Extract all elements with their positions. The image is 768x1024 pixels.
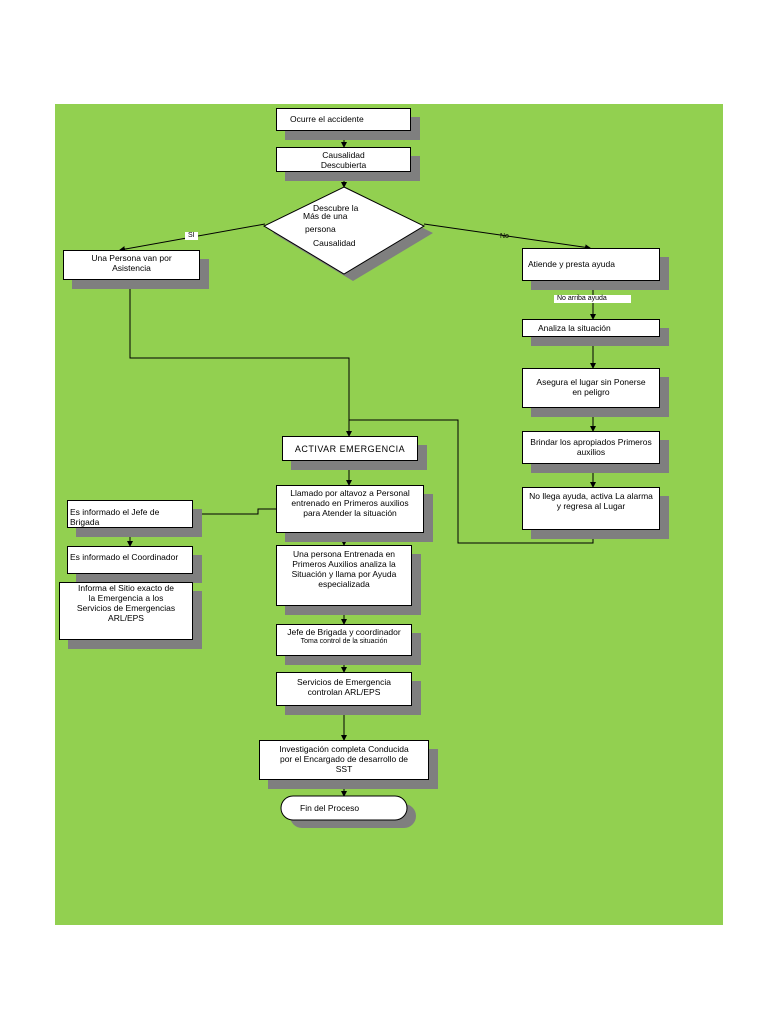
edge-persona-activar bbox=[129, 280, 352, 437]
node-no-llega: No llega ayuda, activa La alarma y regre… bbox=[522, 487, 660, 530]
node-coordinador-informado: Es informado el Coordinador bbox=[67, 546, 193, 574]
node-jefe-coordinador: Jefe de Brigada y coordinador Toma contr… bbox=[276, 624, 412, 656]
edge-llamado-jefe bbox=[192, 508, 276, 517]
edge-label-no-arriba: No arriba ayuda bbox=[554, 295, 631, 303]
edge-nollega-activar bbox=[349, 419, 594, 544]
node-jefe-informado: Es informado el Jefe de Brigada bbox=[67, 500, 193, 528]
node-activar: ACTIVAR EMERGENCIA bbox=[282, 436, 418, 461]
node-fin: Fin del Proceso bbox=[300, 803, 360, 813]
jefe-coordinador-title: Jefe de Brigada y coordinador bbox=[287, 627, 401, 637]
node-persona-entrenada: Una persona Entrenada en Primeros Auxili… bbox=[276, 545, 412, 606]
node-informa-sitio: Informa el Sitio exacto de la Emergencia… bbox=[59, 582, 193, 640]
node-investigacion: Investigación completa Conducida por el … bbox=[259, 740, 429, 780]
node-servicios: Servicios de Emergencia controlan ARL/EP… bbox=[276, 672, 412, 706]
node-brindar: Brindar los apropiados Primeros auxilios bbox=[522, 431, 660, 464]
fin-terminal bbox=[280, 795, 408, 821]
node-start: Ocurre el accidente bbox=[276, 108, 411, 131]
node-causalidad: Causalidad Descubierta bbox=[276, 147, 411, 172]
decision-text-2: Más de una bbox=[303, 211, 348, 221]
node-persona-asistencia: Una Persona van por Asistencia bbox=[63, 250, 200, 280]
decision-text-3: persona bbox=[305, 224, 336, 234]
decision-text-4: Causalidad bbox=[313, 238, 356, 248]
edge-label-si: SI bbox=[185, 232, 198, 240]
node-atiende: Atiende y presta ayuda bbox=[522, 248, 660, 281]
decision-diamond bbox=[262, 186, 426, 275]
edge-decision-no bbox=[423, 223, 591, 251]
node-asegura: Asegura el lugar sin Ponerse en peligro bbox=[522, 368, 660, 408]
jefe-coordinador-sub: Toma control de la situación bbox=[300, 638, 388, 645]
node-analiza: Analiza la situación bbox=[522, 319, 660, 337]
node-llamado: Llamado por altavoz a Personal entrenado… bbox=[276, 485, 424, 533]
decision-text-1: Descubre la bbox=[313, 203, 359, 213]
edge-label-no: No bbox=[500, 233, 509, 240]
